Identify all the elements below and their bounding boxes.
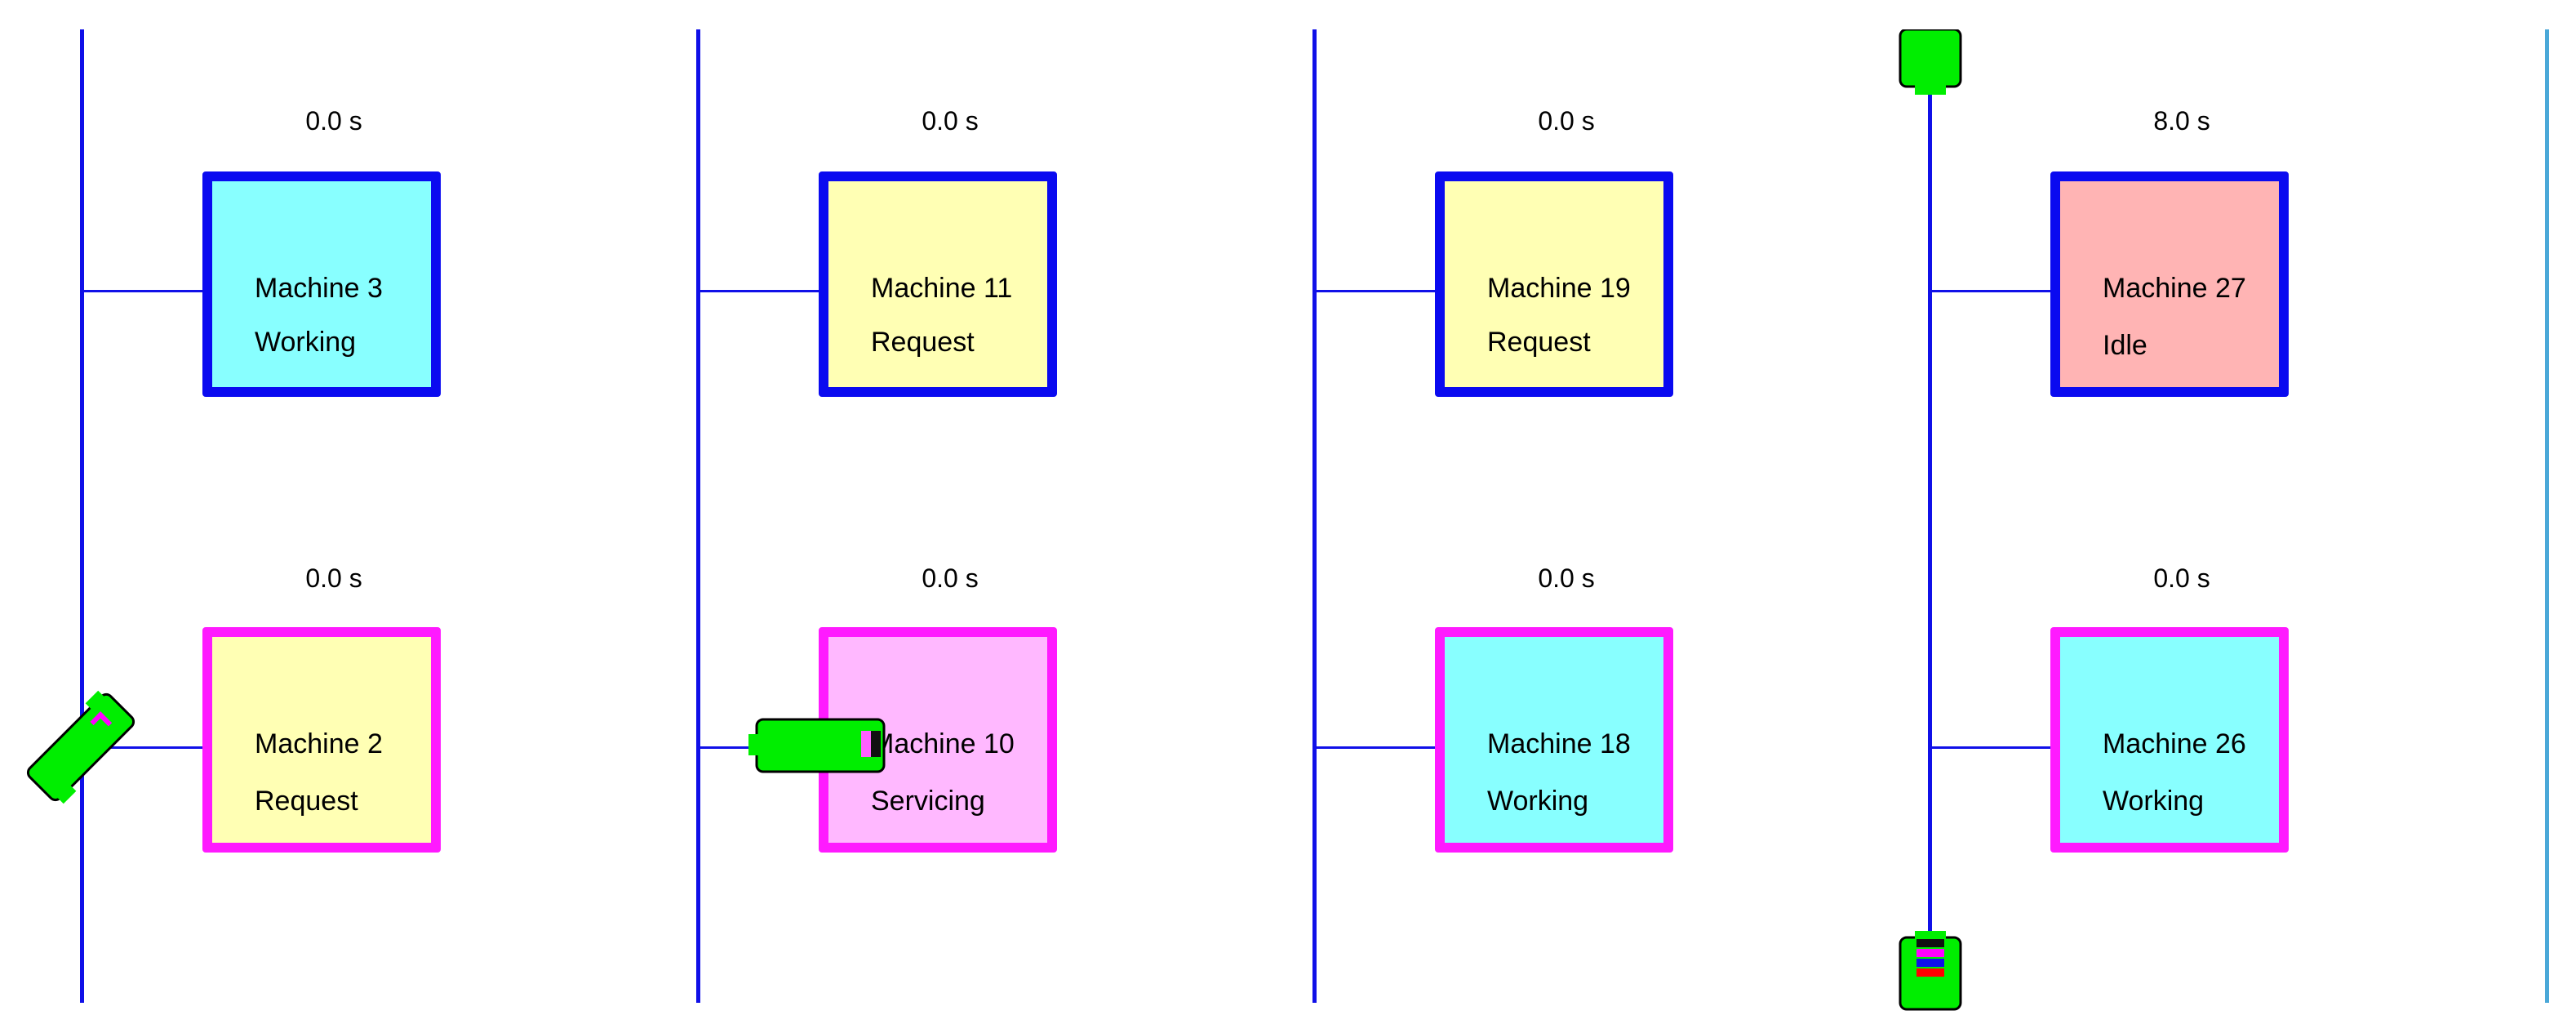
connector-m19 <box>1315 290 1437 292</box>
machine-status: Working <box>255 327 357 358</box>
machine-name: Machine 26 <box>2103 728 2246 759</box>
machine-status: Working <box>1487 786 1589 817</box>
machine-26[interactable]: Machine 26 Working <box>2050 627 2289 853</box>
track-line-3 <box>1312 29 1317 1003</box>
timer-m11: 0.0 s <box>922 106 979 136</box>
machine-name: Machine 3 <box>255 273 383 304</box>
connector-m27 <box>1930 290 2053 292</box>
connector-m3 <box>82 290 205 292</box>
machine-27[interactable]: Machine 27 Idle <box>2050 171 2289 397</box>
machine-status: Working <box>2103 786 2205 817</box>
machine-status: Idle <box>2103 330 2147 361</box>
connector-m26 <box>1930 746 2053 749</box>
machine-name: Machine 27 <box>2103 273 2246 304</box>
connector-m2 <box>82 746 205 749</box>
timer-m19: 0.0 s <box>1538 106 1595 136</box>
agv-vehicle-icon[interactable] <box>747 715 894 780</box>
machine-18[interactable]: Machine 18 Working <box>1435 627 1673 853</box>
timer-m3: 0.0 s <box>305 106 362 136</box>
timer-m27: 8.0 s <box>2153 106 2210 136</box>
timer-m2: 0.0 s <box>305 563 362 593</box>
machine-name: Machine 11 <box>871 273 1013 304</box>
machine-2[interactable]: Machine 2 Request <box>202 627 441 853</box>
machine-name: Machine 10 <box>871 728 1015 759</box>
agv-vehicle-icon[interactable] <box>11 678 150 817</box>
machine-name: Machine 2 <box>255 728 383 759</box>
machine-status: Request <box>871 327 975 358</box>
track-line-2 <box>696 29 700 1003</box>
timer-m10: 0.0 s <box>922 563 979 593</box>
machine-status: Servicing <box>871 786 985 817</box>
track-line-1 <box>80 29 84 1003</box>
machine-11[interactable]: Machine 11 Request <box>819 171 1057 397</box>
machine-name: Machine 19 <box>1487 273 1631 304</box>
machine-status: Request <box>255 786 358 817</box>
timer-m18: 0.0 s <box>1538 563 1595 593</box>
agv-vehicle-icon[interactable] <box>1895 29 1965 98</box>
timer-m26: 0.0 s <box>2153 563 2210 593</box>
connector-m18 <box>1315 746 1437 749</box>
agv-vehicle-icon[interactable] <box>1895 929 1965 1011</box>
machine-19[interactable]: Machine 19 Request <box>1435 171 1673 397</box>
machine-3[interactable]: Machine 3 Working <box>202 171 441 397</box>
machine-name: Machine 18 <box>1487 728 1631 759</box>
machine-status: Request <box>1487 327 1591 358</box>
track-line-5 <box>2545 29 2549 1003</box>
track-line-4 <box>1928 82 1932 939</box>
connector-m11 <box>699 290 821 292</box>
